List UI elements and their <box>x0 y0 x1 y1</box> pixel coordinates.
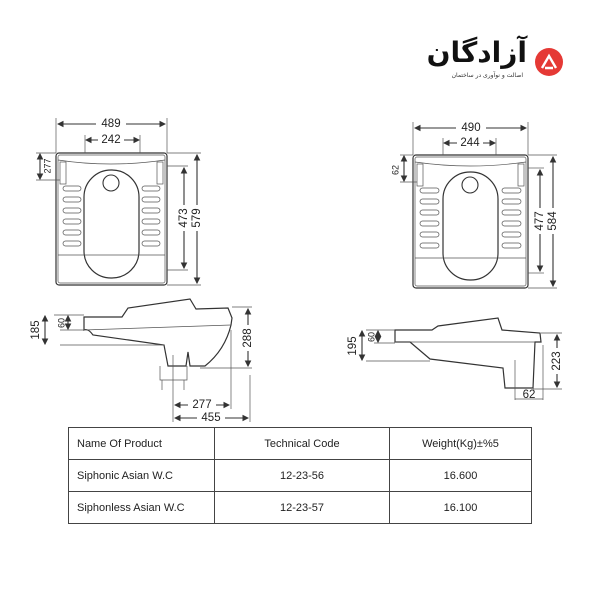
dim-outlet: 62 <box>523 389 536 401</box>
dim-depth: 223 <box>551 351 563 370</box>
dim-width: 490 <box>461 122 480 134</box>
dim-top-depth: 277 <box>42 158 52 173</box>
siphonless-top-view: 490 244 62 477 584 <box>390 121 560 289</box>
logo-mark-icon <box>535 48 563 76</box>
cell-weight: 16.600 <box>389 459 532 492</box>
dim-inner-length: 477 <box>534 211 546 230</box>
dim-inner-width: 244 <box>460 137 480 149</box>
table-row: Siphonic Asian W.C 12-23-56 16.600 <box>68 459 532 492</box>
dim-length: 584 <box>547 211 559 231</box>
cell-code: 12-23-57 <box>214 491 390 524</box>
dim-height: 185 <box>30 320 42 339</box>
brand-tagline: اصالت و نوآوری در ساختمان <box>451 72 523 79</box>
cell-name: Siphonic Asian W.C <box>68 459 215 492</box>
dim-height: 195 <box>347 336 359 355</box>
siphonic-top-view: 489 242 277 473 579 <box>36 117 204 286</box>
dim-top-depth: 62 <box>390 165 400 175</box>
dim-inner-length: 473 <box>178 208 190 227</box>
dim-length: 579 <box>191 208 203 227</box>
cell-name: Siphonless Asian W.C <box>68 491 215 524</box>
brand-name: آزادگان <box>426 36 527 69</box>
dim-inner-width: 242 <box>101 134 120 146</box>
siphonic-side-view: 185 60 288 277 455 <box>30 298 255 424</box>
dim-rim: 60 <box>366 332 376 342</box>
dim-rim: 60 <box>56 318 66 328</box>
siphonless-side-view: 195 60 223 62 <box>347 317 564 401</box>
cell-weight: 16.100 <box>389 491 532 524</box>
header-weight: Weight(Kg)±%5 <box>389 427 532 460</box>
dim-outlet-offset: 277 <box>192 399 211 411</box>
cell-code: 12-23-56 <box>214 459 390 492</box>
product-table: Name Of Product Technical Code Weight(Kg… <box>68 427 532 524</box>
table-row: Siphonless Asian W.C 12-23-57 16.100 <box>68 491 532 524</box>
table-header-row: Name Of Product Technical Code Weight(Kg… <box>68 427 532 460</box>
dim-depth: 288 <box>242 328 254 347</box>
header-name: Name Of Product <box>68 427 215 460</box>
dim-outlet-to-end: 455 <box>201 412 220 424</box>
header-code: Technical Code <box>214 427 390 460</box>
brand-logo: آزادگان اصالت و نوآوری در ساختمان <box>405 36 565 82</box>
dim-width: 489 <box>101 118 120 130</box>
